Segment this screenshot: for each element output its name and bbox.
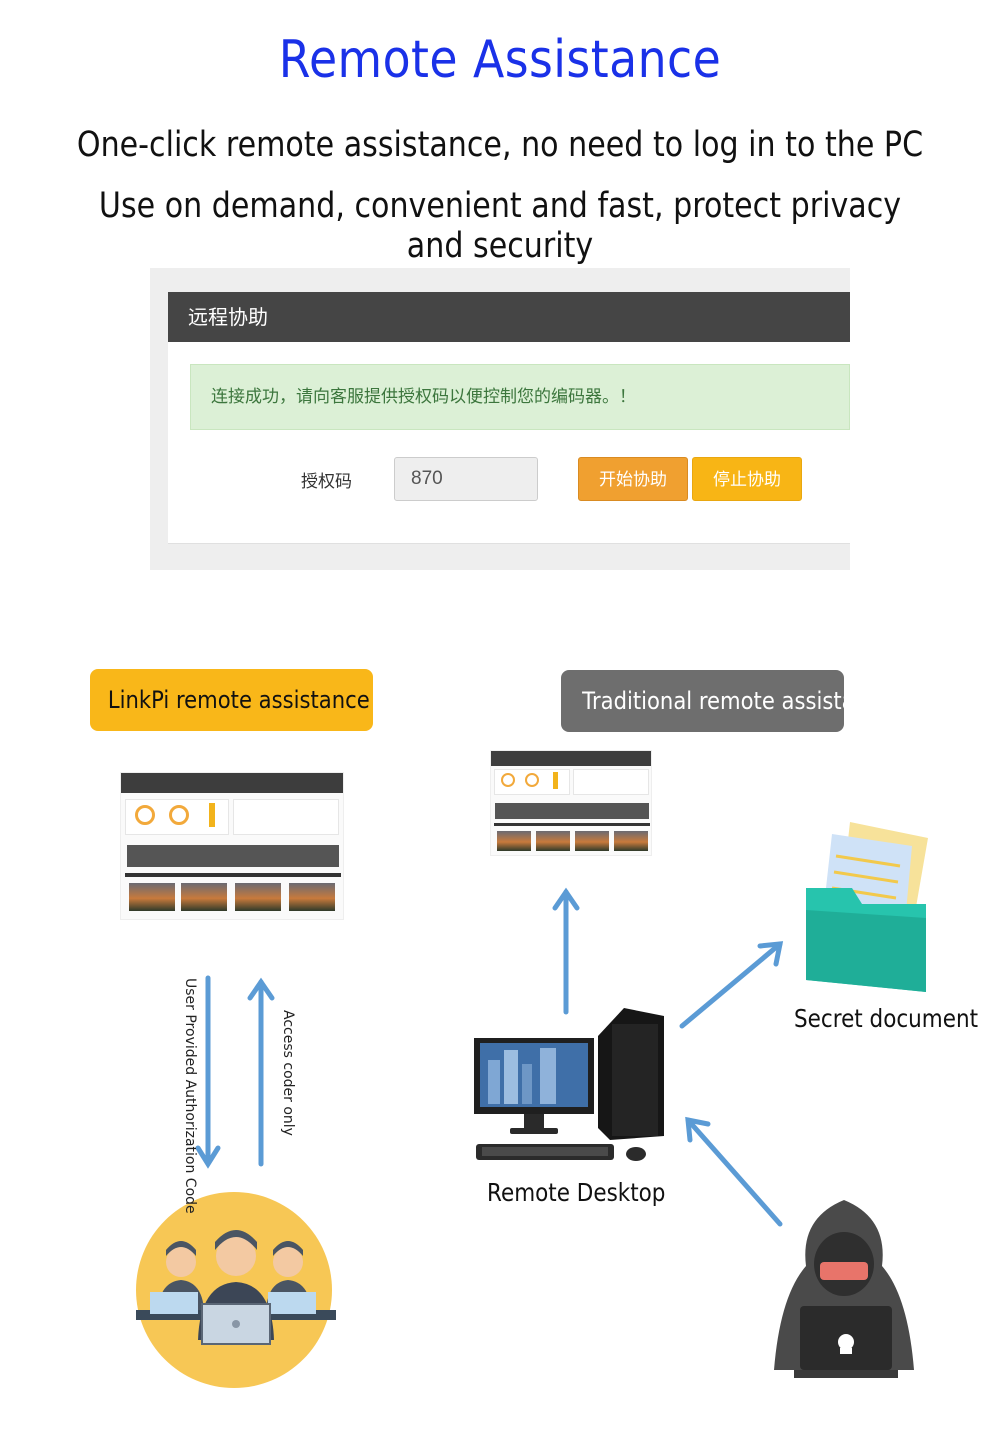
stop-assist-button[interactable]: 停止协助 <box>692 457 802 501</box>
page-title: Remote Assistance <box>278 30 722 90</box>
arrow-up-label: Access coder only <box>280 1010 296 1136</box>
hacker-icon <box>774 1200 914 1378</box>
arrow-down-label: User Provided Authorization Code <box>182 978 198 1214</box>
dashboard-thumbnail-icon <box>490 750 652 856</box>
remote-desktop-label: Remote Desktop <box>487 1178 666 1207</box>
up-arrow-icon <box>247 977 275 1167</box>
success-alert: 连接成功，请向客服提供授权码以便控制您的编码器。！ <box>190 364 850 430</box>
down-arrow-icon <box>195 975 221 1169</box>
linkpi-label: LinkPi remote assistance <box>90 669 373 731</box>
desktop-computer-icon <box>474 1008 664 1161</box>
auth-code-label: 授权码 <box>301 472 352 492</box>
diagonal-arrow-icon <box>685 1116 783 1227</box>
subtitle-line-2: Use on demand, convenient and fast, prot… <box>98 186 902 266</box>
diagonal-arrow-icon <box>679 941 784 1029</box>
folder-document-icon <box>806 822 928 992</box>
dashboard-thumbnail-icon <box>120 772 344 920</box>
start-assist-button[interactable]: 开始协助 <box>578 457 688 501</box>
subtitle-line-1: One-click remote assistance, no need to … <box>76 125 924 165</box>
up-arrow-icon <box>552 887 580 1015</box>
traditional-label: Traditional remote assistance <box>561 670 893 732</box>
support-team-icon <box>136 1192 336 1388</box>
panel-title: 远程协助 <box>168 292 850 342</box>
remote-assist-panel: 远程协助 连接成功，请向客服提供授权码以便控制您的编码器。！ 授权码 870 开… <box>168 292 850 544</box>
secret-document-label: Secret document <box>794 1004 979 1033</box>
auth-code-input[interactable]: 870 <box>394 457 538 501</box>
